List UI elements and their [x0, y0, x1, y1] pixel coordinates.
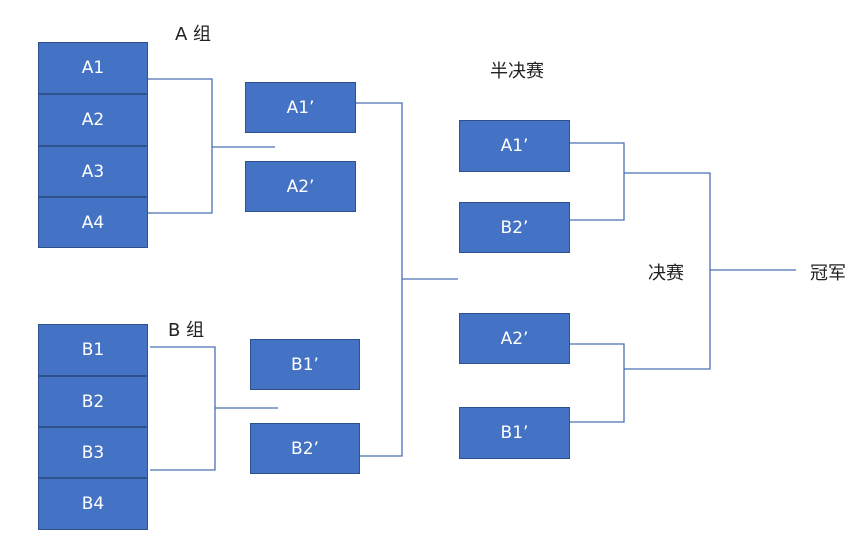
group-b-title: B 组	[168, 320, 205, 341]
qualifier-box-a1: A1’	[245, 82, 356, 133]
final-label: 决赛	[648, 263, 684, 284]
semifinal-box-b2: B2’	[459, 202, 570, 253]
group-a-title: A 组	[175, 24, 212, 45]
team-box-a4: A4	[38, 197, 148, 248]
team-box-b1: B1	[38, 324, 148, 376]
team-box-a3: A3	[38, 146, 148, 197]
team-box-b3: B3	[38, 427, 148, 478]
semifinal-title: 半决赛	[490, 61, 544, 82]
semifinal-box-b1: B1’	[459, 407, 570, 459]
team-box-b2: B2	[38, 376, 148, 427]
qualifier-box-b1: B1’	[250, 339, 360, 390]
champion-label: 冠军	[810, 263, 846, 284]
team-box-a1: A1	[38, 42, 148, 94]
team-box-a2: A2	[38, 94, 148, 146]
qualifier-connector	[356, 102, 403, 457]
qualifier-box-a2: A2’	[245, 161, 356, 212]
group-b-connector	[150, 346, 216, 471]
semifinal-box-a2: A2’	[459, 313, 570, 364]
team-box-b4: B4	[38, 478, 148, 530]
group-a-connector	[148, 78, 213, 214]
semifinal-lower-connector	[570, 343, 625, 423]
qualifier-box-b2: B2’	[250, 423, 360, 474]
semifinal-upper-connector	[570, 142, 625, 221]
final-connector	[624, 172, 711, 370]
semifinal-box-a1: A1’	[459, 120, 570, 172]
